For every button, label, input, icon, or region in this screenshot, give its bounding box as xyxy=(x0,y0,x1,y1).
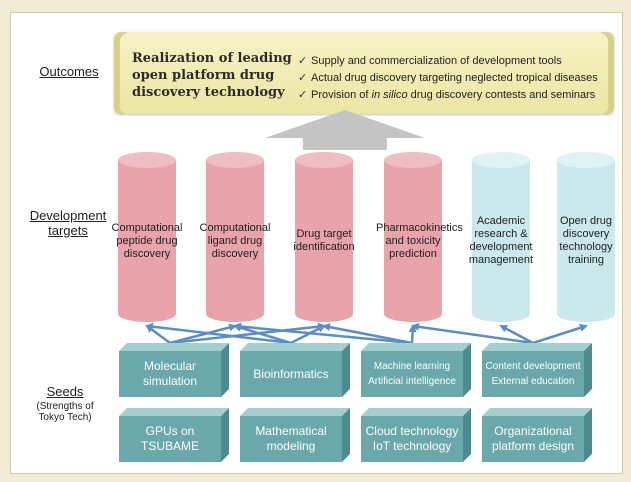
outcomes-title: Realization of leading open platform dru… xyxy=(132,50,302,101)
outcomes-bullet-list: ✓Supply and commercialization of develop… xyxy=(298,53,598,104)
seed-label-line: Machine learning xyxy=(373,361,451,372)
checkmark-icon: ✓ xyxy=(298,55,308,67)
seed-label-line: Mathematical xyxy=(255,424,327,438)
seed-label-line: Organizational xyxy=(494,424,572,438)
target-label-line: Computational xyxy=(111,221,183,234)
outcome-bullet: ✓Supply and commercialization of develop… xyxy=(298,53,598,70)
seed-label-line: Bioinformatics xyxy=(253,366,329,381)
seed-label-line: Molecular xyxy=(143,359,197,373)
development-label-line: targets xyxy=(48,223,88,238)
target-label-line: Drug target xyxy=(296,228,352,240)
target-label-line: Open drug xyxy=(560,215,612,227)
checkmark-icon: ✓ xyxy=(298,89,308,101)
target-label-line: training xyxy=(567,254,605,266)
outcomes-title-line: Realization of leading xyxy=(132,51,292,66)
target-label-line: and toxicity xyxy=(385,234,441,247)
target-label-line: technology xyxy=(559,241,613,253)
target-label-line: management xyxy=(468,254,534,266)
target-label-line: identification xyxy=(293,241,355,253)
seed-label-line: Content development xyxy=(485,361,581,372)
outcomes-title-line: discovery technology xyxy=(132,85,285,100)
upward-arrow xyxy=(265,110,425,150)
outcomes-label: Outcomes xyxy=(39,64,99,79)
seed-label-line: IoT technology xyxy=(372,439,452,453)
seed-label-line: TSUBAME xyxy=(140,439,199,453)
seed-label-line: GPUs on xyxy=(145,424,195,438)
target-label-line: research & xyxy=(474,228,528,240)
target-label-line: discovery xyxy=(123,247,171,260)
seeds-label: Seeds (Strengths of Tokyo Tech) xyxy=(20,384,110,423)
target-label-line: peptide drug xyxy=(116,234,178,247)
outcome-bullet: ✓Actual drug discovery targeting neglect… xyxy=(298,70,598,87)
target-label-line: discovery xyxy=(562,228,610,240)
target-label-line: ligand drug xyxy=(207,234,263,247)
seed-label-line: Artificial intelligence xyxy=(368,376,456,387)
outcome-bullet: ✓Provision of in silico drug discovery c… xyxy=(298,87,598,104)
target-label-line: Academic xyxy=(476,215,526,227)
target-label-line: discovery xyxy=(211,247,259,260)
seed-label-line: modeling xyxy=(266,439,316,453)
development-label-line: Development xyxy=(29,208,107,223)
development-targets-label: Development targets xyxy=(18,208,118,238)
seed-label-line: External education xyxy=(491,376,575,387)
seeds-sub-line: Tokyo Tech) xyxy=(38,412,92,423)
checkmark-icon: ✓ xyxy=(298,72,308,84)
target-label-line: Pharmacokinetics xyxy=(376,221,463,234)
target-label-line: prediction xyxy=(389,247,437,260)
target-label-line: development xyxy=(469,241,533,253)
outcomes-title-line: open platform drug xyxy=(132,68,275,83)
seed-label-line: simulation xyxy=(142,374,198,388)
seed-label-line: platform design xyxy=(491,439,575,453)
seed-label-line: Cloud technology xyxy=(365,424,459,438)
seeds-sub-line: (Strengths of xyxy=(36,401,94,412)
seed-label: Bioinformatics xyxy=(240,367,342,382)
seed-block-top-1: Bioinformatics xyxy=(240,343,350,397)
target-label-line: Computational xyxy=(199,221,271,234)
outcomes-scroll xyxy=(114,32,614,114)
